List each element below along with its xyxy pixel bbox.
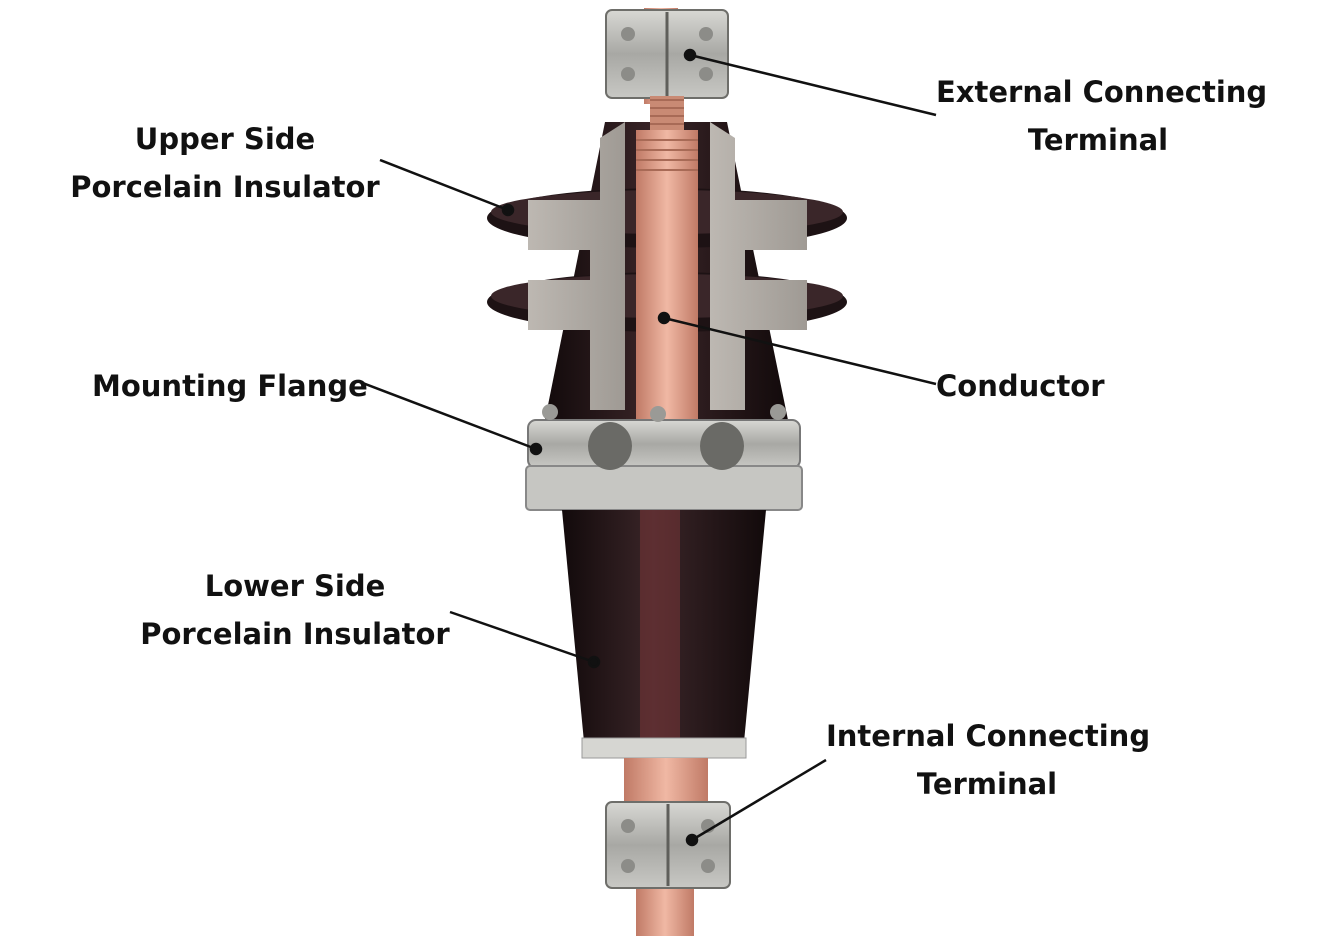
label-line: Porcelain Insulator [140, 617, 450, 651]
leader-lower-insulator [449, 610, 595, 664]
leader-dot-upper-insulator [501, 203, 515, 217]
label-line: Conductor [936, 369, 1105, 403]
label-conductor: Conductor [936, 362, 1105, 410]
label-lower-side-porcelain-insulator: Lower Side Porcelain Insulator [140, 562, 450, 658]
label-line: Porcelain Insulator [70, 170, 380, 204]
leader-conductor [663, 316, 937, 386]
leader-external-terminal [689, 53, 937, 117]
leader-dot-mounting-flange [529, 442, 543, 456]
lower-insulator-part [562, 510, 766, 759]
label-mounting-flange: Mounting Flange [92, 362, 368, 410]
label-line: Internal Connecting [826, 719, 1151, 753]
conductor-part [636, 96, 698, 430]
label-line: Lower Side [204, 569, 386, 603]
leader-lines [359, 48, 937, 847]
label-line: Mounting Flange [92, 369, 368, 403]
label-line: Terminal [916, 767, 1058, 801]
external-terminal-part [605, 8, 729, 104]
label-upper-side-porcelain-insulator: Upper Side Porcelain Insulator [70, 115, 380, 211]
label-line: External Connecting [936, 75, 1268, 109]
label-line: Upper Side [134, 122, 316, 156]
leader-dot-external-terminal [683, 48, 697, 62]
leader-dot-conductor [657, 311, 671, 325]
internal-terminal-part [605, 758, 731, 936]
label-internal-connecting-terminal: Internal Connecting Terminal [826, 712, 1151, 808]
leader-dot-lower-insulator [587, 655, 601, 669]
leader-internal-terminal [691, 758, 827, 842]
leader-mounting-flange [359, 380, 537, 451]
label-external-connecting-terminal: External Connecting Terminal [936, 68, 1268, 164]
label-line: Terminal [1027, 123, 1169, 157]
mounting-flange-part [525, 404, 803, 511]
leader-upper-insulator [379, 158, 509, 212]
leader-dot-internal-terminal [685, 833, 699, 847]
